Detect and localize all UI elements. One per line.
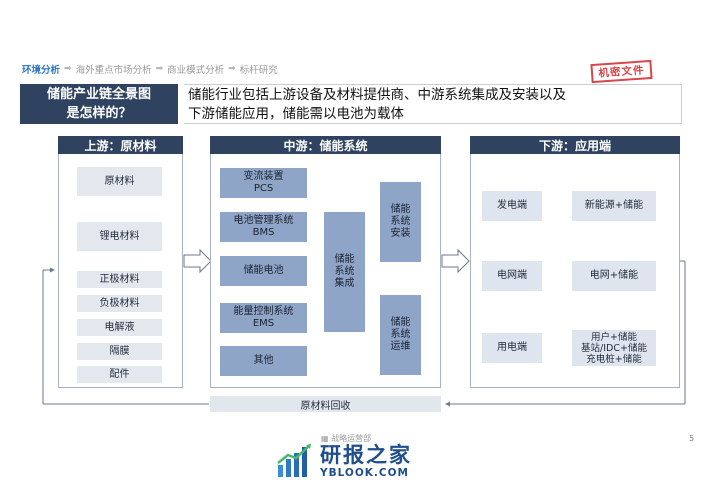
breadcrumb-item-business[interactable]: 商业模式分析 xyxy=(167,65,225,76)
breadcrumb: 环境分析 ➡ 海外重点市场分析 ➡ 商业模式分析 ➡ 标杆研究 xyxy=(22,62,278,76)
header-description-line1: 储能行业包括上游设备及材料提供商、中游系统集成及安装以及 xyxy=(188,87,566,103)
electrolyte-box: 电解液 xyxy=(77,319,162,336)
pcs-line1: 变流装置 xyxy=(243,171,284,182)
pcs-box: 变流装置 PCS xyxy=(220,168,307,198)
ems-line2: EMS xyxy=(252,318,275,329)
bar-chart-logo-icon xyxy=(277,444,311,477)
header-question: 储能产业链全景图 是怎样的？ xyxy=(20,84,178,124)
separator-box: 隔膜 xyxy=(77,343,162,360)
bms-box: 电池管理系统 BMS xyxy=(220,212,307,242)
operation-line3: 运维 xyxy=(390,341,411,352)
material-recycle-box: 原材料回收 xyxy=(210,396,441,412)
battery-box: 储能电池 xyxy=(220,256,307,286)
accessories-box: 配件 xyxy=(77,366,162,383)
install-box: 储能 系统 安装 xyxy=(380,182,421,262)
grid-storage-box: 电网+储能 xyxy=(572,261,656,291)
consumption-box: 用电端 xyxy=(482,333,542,363)
generation-box: 发电端 xyxy=(482,191,542,221)
header-description-line2: 下游储能应用，储能需以电池为载体 xyxy=(188,106,404,122)
integration-line1: 储能 xyxy=(334,254,355,265)
user-storage-box: 用户+储能 基站/IDC+储能 充电桩+储能 xyxy=(572,330,656,366)
header-description: 储能行业包括上游设备及材料提供商、中游系统集成及安装以及 下游储能应用，储能需以… xyxy=(184,84,682,124)
operation-line2: 系统 xyxy=(390,329,411,340)
user-storage-line1: 用户+储能 xyxy=(591,331,637,343)
user-storage-line3: 充电桩+储能 xyxy=(586,353,642,365)
dept-icon: ▦ xyxy=(321,434,329,443)
footer-source: ▦ 战略运营部 xyxy=(321,433,371,444)
breadcrumb-item-env[interactable]: 环境分析 xyxy=(22,65,61,76)
integration-line3: 集成 xyxy=(334,278,355,289)
lithium-material-box: 锂电材料 xyxy=(77,222,162,251)
downstream-title: 下游：应用端 xyxy=(470,136,680,154)
install-line3: 安装 xyxy=(390,228,411,239)
midstream-title: 中游：储能系统 xyxy=(210,136,441,154)
integration-box: 储能 系统 集成 xyxy=(324,212,365,332)
ems-box: 能量控制系统 EMS xyxy=(220,303,307,333)
install-line2: 系统 xyxy=(390,216,411,227)
ems-line1: 能量控制系统 xyxy=(233,306,294,317)
watermark-logo: 研报之家 YBLOOK.COM xyxy=(276,443,412,479)
user-storage-line2: 基站/IDC+储能 xyxy=(581,342,647,354)
header-question-line1: 储能产业链全景图 xyxy=(46,87,151,102)
footer-source-text: 战略运营部 xyxy=(331,434,372,443)
bms-line1: 电池管理系统 xyxy=(233,215,294,226)
other-box: 其他 xyxy=(220,346,307,376)
pcs-line2: PCS xyxy=(253,183,274,194)
cathode-box: 正极材料 xyxy=(77,271,162,288)
breadcrumb-item-overseas[interactable]: 海外重点市场分析 xyxy=(75,65,152,76)
install-line1: 储能 xyxy=(390,204,411,215)
upstream-title: 上游：原材料 xyxy=(58,136,183,154)
header-question-line2: 是怎样的？ xyxy=(66,106,132,121)
bms-line2: BMS xyxy=(252,227,275,238)
integration-line2: 系统 xyxy=(334,266,355,277)
operation-box: 储能 系统 运维 xyxy=(380,295,421,375)
arrow-right-icon: ➡ xyxy=(64,64,72,74)
breadcrumb-item-benchmark[interactable]: 标杆研究 xyxy=(239,65,278,76)
arrow-right-icon: ➡ xyxy=(228,64,236,74)
logo-chinese: 研报之家 xyxy=(320,443,412,467)
grid-box: 电网端 xyxy=(482,261,542,291)
arrow-right-icon: ➡ xyxy=(155,64,164,74)
raw-material-box: 原材料 xyxy=(77,167,162,196)
logo-english: YBLOOK.COM xyxy=(320,467,409,479)
page-number: 5 xyxy=(689,434,695,443)
operation-line1: 储能 xyxy=(390,317,411,328)
anode-box: 负极材料 xyxy=(77,295,162,312)
renewable-storage-box: 新能源+储能 xyxy=(572,191,656,221)
